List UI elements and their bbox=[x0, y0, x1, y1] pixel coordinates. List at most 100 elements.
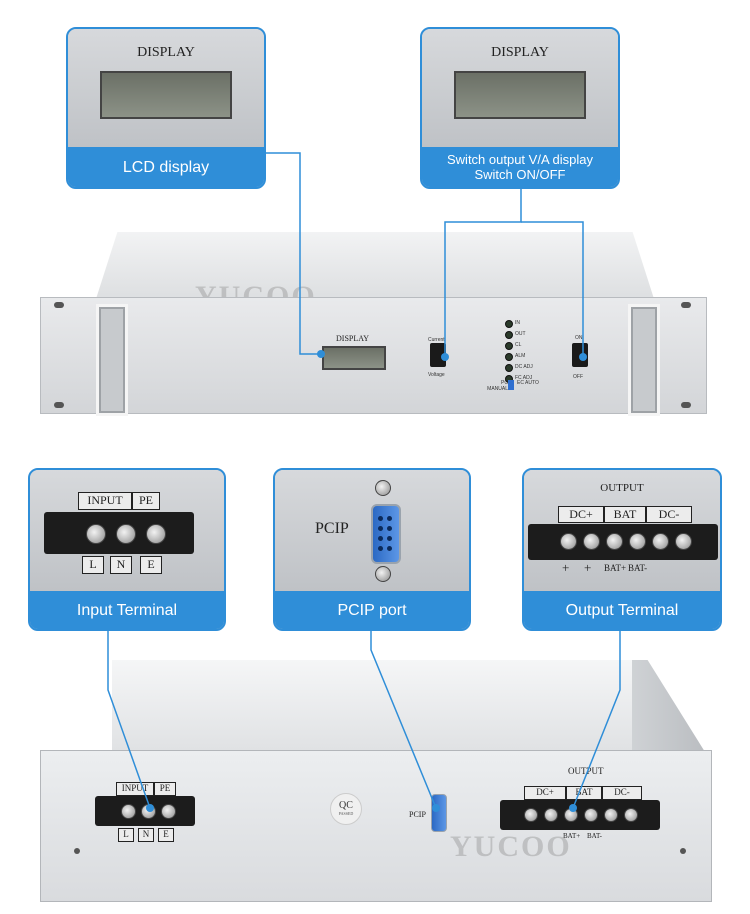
output-header: OUTPUT bbox=[600, 482, 644, 494]
callout-photo: OUTPUT DC+ BAT DC- + + BAT+ BAT- bbox=[524, 470, 720, 591]
right-handle bbox=[628, 304, 660, 416]
screw bbox=[652, 533, 669, 550]
screw bbox=[560, 533, 577, 550]
pin bbox=[378, 536, 383, 541]
pcip-panel-text: PCIP bbox=[315, 520, 349, 537]
callout-label: Input Terminal bbox=[30, 591, 224, 629]
screw bbox=[375, 566, 391, 582]
callout-photo: DISPLAY bbox=[68, 29, 264, 147]
screw bbox=[116, 524, 136, 544]
rear-mark-l: L bbox=[118, 828, 134, 842]
mark-batminus: BAT- bbox=[628, 563, 648, 573]
callout-label: PCIP port bbox=[275, 591, 469, 629]
mount-hole bbox=[681, 402, 691, 408]
rear-mark-batplus: BAT+ bbox=[563, 832, 581, 840]
led bbox=[505, 320, 513, 328]
lcd-screen bbox=[100, 71, 232, 119]
led-label: CL bbox=[515, 342, 522, 348]
input-terminal-label: Input Terminal bbox=[76, 601, 178, 619]
led bbox=[505, 342, 513, 350]
mode-auto-label: EC AUTO bbox=[517, 380, 539, 386]
rear-mark-n: N bbox=[138, 828, 154, 842]
front-unit-top bbox=[95, 232, 655, 302]
power-switch[interactable] bbox=[572, 343, 588, 367]
pin bbox=[378, 546, 383, 551]
led-label: DC ADJ bbox=[515, 364, 533, 370]
rear-bat-tag: BAT bbox=[566, 786, 602, 800]
rear-dcminus-tag: DC- bbox=[602, 786, 642, 800]
switch-display-label-line2: Switch ON/OFF bbox=[474, 167, 566, 182]
led-label: FC ADJ bbox=[515, 375, 533, 381]
callout-photo: PCIP bbox=[275, 470, 469, 591]
pin bbox=[378, 526, 383, 531]
rear-dcplus-tag: DC+ bbox=[524, 786, 566, 800]
callout-label: LCD display bbox=[68, 147, 264, 187]
pin bbox=[387, 536, 392, 541]
callout-photo: DISPLAY bbox=[422, 29, 618, 147]
rear-watermark: YUCOO bbox=[450, 830, 572, 863]
lcd-screen bbox=[454, 71, 586, 119]
front-lcd bbox=[322, 346, 386, 370]
screw bbox=[86, 524, 106, 544]
led bbox=[505, 331, 513, 339]
pe-tag: PE bbox=[132, 492, 160, 510]
pin bbox=[378, 516, 383, 521]
mount-hole bbox=[681, 302, 691, 308]
screw bbox=[161, 804, 176, 819]
led-label: OUT bbox=[515, 331, 526, 337]
led bbox=[505, 364, 513, 372]
callout-output-terminal: OUTPUT DC+ BAT DC- + + BAT+ BAT- Output … bbox=[522, 468, 722, 631]
screw bbox=[141, 804, 156, 819]
output-terminal-block bbox=[528, 524, 718, 560]
callout-label: Output Terminal bbox=[524, 591, 720, 629]
rear-pe-tag: PE bbox=[154, 782, 176, 796]
bat-tag: BAT bbox=[604, 506, 646, 523]
rear-unit-side bbox=[632, 660, 710, 760]
rear-db9 bbox=[431, 794, 447, 832]
pin bbox=[387, 526, 392, 531]
screw bbox=[584, 808, 598, 822]
dcplus-tag: DC+ bbox=[558, 506, 604, 523]
display-panel-text: DISPLAY bbox=[137, 45, 195, 60]
rear-mark-batminus: BAT- bbox=[587, 832, 602, 840]
va-switch[interactable] bbox=[430, 343, 446, 367]
mark-batplus: BAT+ bbox=[604, 563, 627, 573]
dcminus-tag: DC- bbox=[646, 506, 692, 523]
input-tag: INPUT bbox=[78, 492, 132, 510]
screw bbox=[606, 533, 623, 550]
callout-photo: INPUT PE L N E bbox=[30, 470, 224, 591]
front-unit: YUCOO DISPLAY Current Voltage IN OUT CL … bbox=[40, 232, 707, 422]
led bbox=[505, 353, 513, 361]
callout-pcip-port: PCIP PCIP port bbox=[273, 468, 471, 631]
pin bbox=[387, 516, 392, 521]
led-label: IN bbox=[515, 320, 520, 326]
mark-plus: + bbox=[562, 560, 570, 575]
mark-plus: + bbox=[584, 560, 592, 575]
screw bbox=[121, 804, 136, 819]
mark-l: L bbox=[82, 556, 104, 574]
switch-voltage-label: Voltage bbox=[428, 372, 445, 378]
screw bbox=[583, 533, 600, 550]
switch-off-label: OFF bbox=[573, 374, 583, 380]
left-handle bbox=[96, 304, 128, 416]
display-panel-text: DISPLAY bbox=[491, 45, 549, 60]
input-terminal-block bbox=[44, 512, 194, 554]
qc-sub: PASSED bbox=[338, 811, 354, 816]
screw bbox=[624, 808, 638, 822]
screw bbox=[604, 808, 618, 822]
rear-mark-e: E bbox=[158, 828, 174, 842]
rear-unit-top bbox=[112, 660, 632, 755]
screw bbox=[629, 533, 646, 550]
mode-switch[interactable] bbox=[508, 380, 514, 390]
rear-output-header: OUTPUT bbox=[568, 766, 604, 776]
rear-input-tag: INPUT bbox=[116, 782, 154, 796]
mark-n: N bbox=[110, 556, 132, 574]
screw bbox=[675, 533, 692, 550]
mount-hole bbox=[54, 302, 64, 308]
switch-on-label: ON bbox=[575, 335, 583, 341]
front-display-label: DISPLAY bbox=[336, 334, 370, 343]
qc-sticker: QC PASSED bbox=[330, 793, 362, 825]
rear-output-terminal bbox=[500, 800, 660, 830]
mark-e: E bbox=[140, 556, 162, 574]
callout-label: Switch output V/A display Switch ON/OFF bbox=[422, 147, 618, 187]
